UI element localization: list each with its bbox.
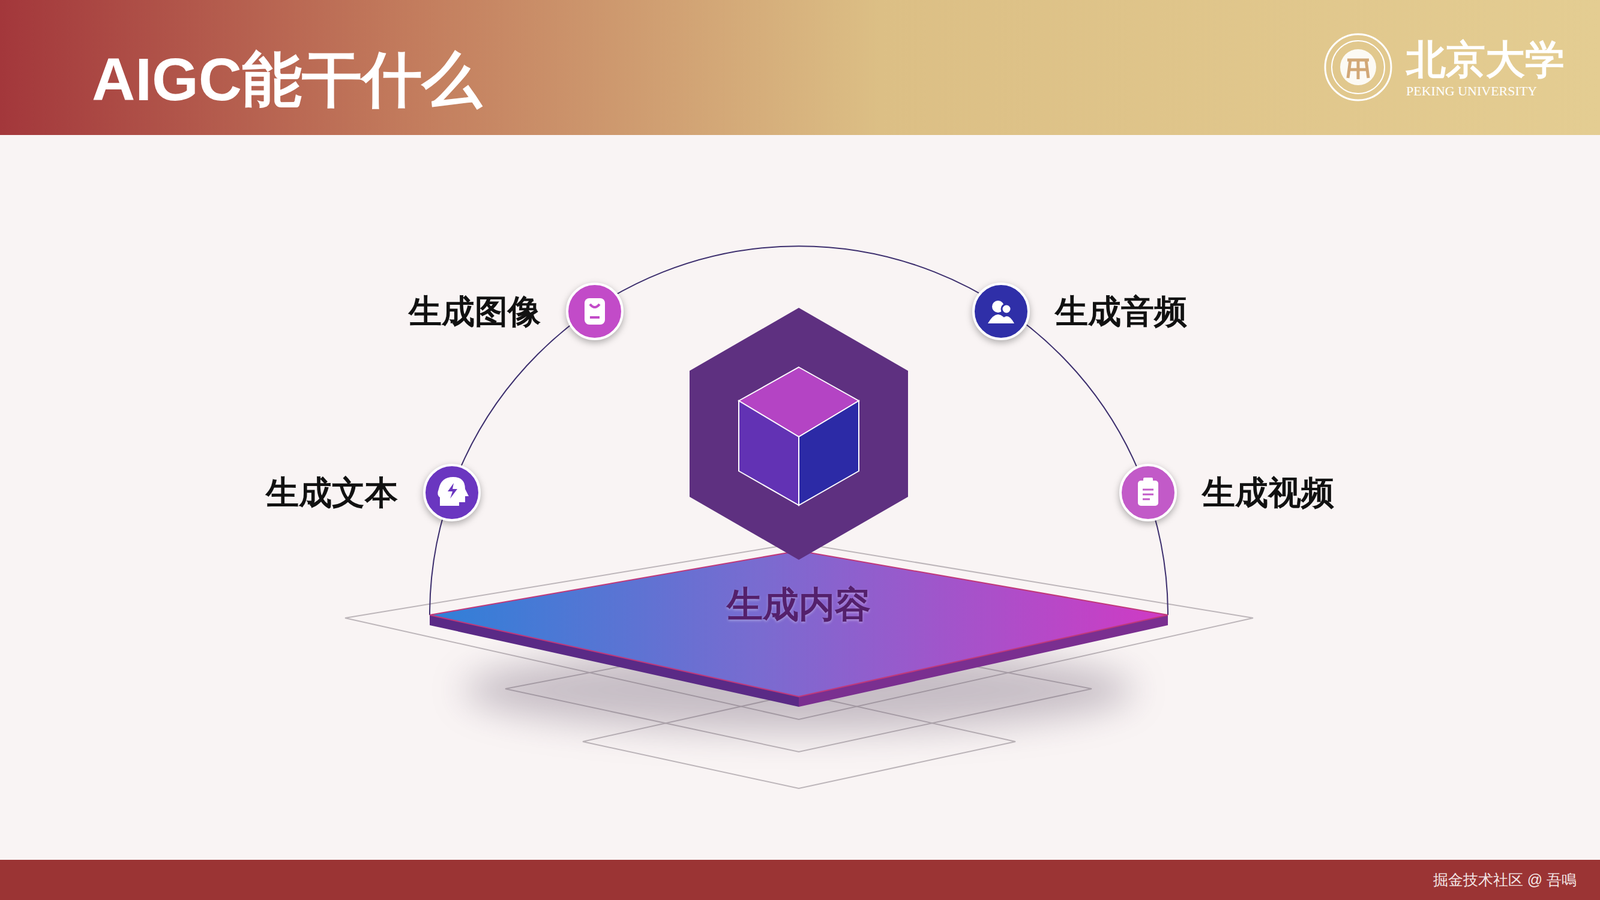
icon-circle bbox=[973, 283, 1029, 340]
university-name-en: PEKING UNIVERSITY bbox=[1406, 83, 1537, 100]
university-emblem bbox=[1325, 34, 1392, 101]
icon-circle bbox=[567, 283, 623, 340]
platform-label: 生成内容 bbox=[726, 583, 871, 627]
outline-diamonds bbox=[345, 543, 1254, 789]
category-label: 生成音频 bbox=[1055, 291, 1188, 332]
university-name: 北京大学 bbox=[1406, 36, 1565, 84]
header-bar bbox=[0, 0, 1600, 136]
category-label: 生成图像 bbox=[408, 291, 541, 332]
category-label: 生成文本 bbox=[265, 472, 398, 513]
page-title: AIGC能干什么 bbox=[91, 43, 482, 116]
category-node: 生成文本 bbox=[265, 465, 480, 521]
icon-circle bbox=[1120, 465, 1176, 521]
icon-circle bbox=[424, 465, 480, 521]
footer-bar bbox=[0, 860, 1600, 900]
category-label: 生成视频 bbox=[1202, 472, 1335, 513]
watermark: 掘金技术社区 @ 吾鳴 bbox=[1433, 870, 1577, 889]
category-node: 生成图像 bbox=[408, 283, 623, 340]
platform bbox=[429, 550, 1168, 707]
category-node: 生成视频 bbox=[1120, 465, 1335, 521]
hexagon-cube bbox=[689, 307, 909, 560]
platform-node: 生成内容 bbox=[726, 583, 871, 627]
category-node: 生成音频 bbox=[973, 283, 1188, 340]
